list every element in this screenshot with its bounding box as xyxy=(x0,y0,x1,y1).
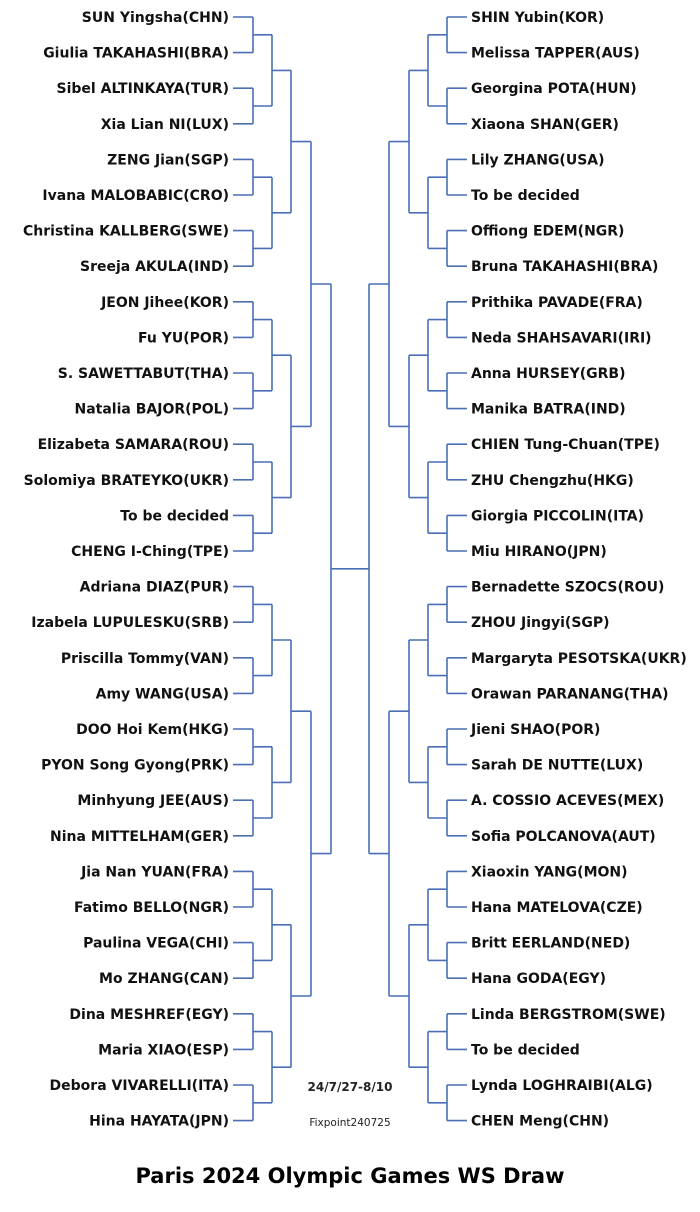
left-player-25: Fatimo BELLO(NGR) xyxy=(74,900,229,916)
right-player-19: Orawan PARANANG(THA) xyxy=(471,686,669,702)
right-player-15: Miu HIRANO(JPN) xyxy=(471,544,607,560)
right-player-30: Lynda LOGHRAIBI(ALG) xyxy=(471,1078,653,1094)
left-player-29: Maria XIAO(ESP) xyxy=(98,1042,229,1058)
left-player-10: S. SAWETTABUT(THA) xyxy=(58,366,229,382)
right-player-16: Bernadette SZOCS(ROU) xyxy=(471,580,664,596)
left-player-23: Nina MITTELHAM(GER) xyxy=(50,829,229,845)
left-player-0: SUN Yingsha(CHN) xyxy=(82,10,229,26)
right-player-4: Lily ZHANG(USA) xyxy=(471,152,605,168)
right-player-31: CHEN Meng(CHN) xyxy=(471,1114,609,1130)
left-player-11: Natalia BAJOR(POL) xyxy=(75,402,230,418)
left-player-15: CHENG I-Ching(TPE) xyxy=(71,544,229,560)
right-player-17: ZHOU Jingyi(SGP) xyxy=(471,615,610,631)
left-player-13: Solomiya BRATEYKO(UKR) xyxy=(24,473,229,489)
left-player-30: Debora VIVARELLI(ITA) xyxy=(50,1078,229,1094)
right-player-14: Giorgia PICCOLIN(ITA) xyxy=(471,508,644,524)
left-player-17: Izabela LUPULESKU(SRB) xyxy=(31,615,229,631)
right-player-1: Melissa TAPPER(AUS) xyxy=(471,46,640,62)
left-player-20: DOO Hoi Kem(HKG) xyxy=(76,722,229,738)
right-player-25: Hana MATELOVA(CZE) xyxy=(471,900,643,916)
right-half-players: SHIN Yubin(KOR) Melissa TAPPER(AUS) Georgi… xyxy=(470,10,687,1130)
left-player-1: Giulia TAKAHASHI(BRA) xyxy=(43,46,229,62)
left-player-19: Amy WANG(USA) xyxy=(96,686,229,702)
left-player-16: Adriana DIAZ(PUR) xyxy=(80,580,229,596)
left-player-28: Dina MESHREF(EGY) xyxy=(69,1007,229,1023)
left-player-7: Sreeja AKULA(IND) xyxy=(80,259,229,275)
right-player-8: Prithika PAVADE(FRA) xyxy=(471,295,643,311)
left-player-27: Mo ZHANG(CAN) xyxy=(99,971,229,987)
right-player-5: To be decided xyxy=(471,188,580,204)
left-player-26: Paulina VEGA(CHI) xyxy=(83,936,229,952)
right-player-9: Neda SHAHSAVARI(IRI) xyxy=(471,330,652,346)
left-player-12: Elizabeta SAMARA(ROU) xyxy=(38,437,229,453)
left-player-3: Xia Lian NI(LUX) xyxy=(101,117,229,133)
right-player-27: Hana GODA(EGY) xyxy=(471,971,606,987)
right-player-6: Offiong EDEM(NGR) xyxy=(471,224,624,240)
right-player-3: Xiaona SHAN(GER) xyxy=(471,117,619,133)
left-player-21: PYON Song Gyong(PRK) xyxy=(41,758,229,774)
right-player-26: Britt EERLAND(NED) xyxy=(471,936,630,952)
left-player-24: Jia Nan YUAN(FRA) xyxy=(80,864,229,880)
right-player-13: ZHU Chengzhu(HKG) xyxy=(471,473,634,489)
fixpoint-label: Fixpoint240725 xyxy=(309,1117,390,1129)
page-title: Paris 2024 Olympic Games WS Draw xyxy=(135,1164,564,1188)
right-player-10: Anna HURSEY(GRB) xyxy=(471,366,625,382)
right-player-28: Linda BERGSTROM(SWE) xyxy=(471,1007,666,1023)
right-player-23: Sofia POLCANOVA(AUT) xyxy=(471,829,656,845)
bracket-lines xyxy=(233,16,467,1122)
left-player-4: ZENG Jian(SGP) xyxy=(107,152,229,168)
right-player-24: Xiaoxin YANG(MON) xyxy=(471,864,628,880)
left-player-2: Sibel ALTINKAYA(TUR) xyxy=(57,81,229,97)
left-player-6: Christina KALLBERG(SWE) xyxy=(23,224,229,240)
right-player-18: Margaryta PESOTSKA(UKR) xyxy=(471,651,687,667)
right-player-22: A. COSSIO ACEVES(MEX) xyxy=(471,793,664,809)
right-player-20: Jieni SHAO(POR) xyxy=(470,722,600,738)
right-player-29: To be decided xyxy=(471,1042,580,1058)
left-player-31: Hina HAYATA(JPN) xyxy=(89,1114,229,1130)
right-player-11: Manika BATRA(IND) xyxy=(471,402,626,418)
left-player-5: Ivana MALOBABIC(CRO) xyxy=(42,188,229,204)
left-player-18: Priscilla Tommy(VAN) xyxy=(61,651,229,667)
right-player-0: SHIN Yubin(KOR) xyxy=(471,10,604,26)
right-player-12: CHIEN Tung-Chuan(TPE) xyxy=(471,437,660,453)
right-player-7: Bruna TAKAHASHI(BRA) xyxy=(471,259,658,275)
left-player-22: Minhyung JEE(AUS) xyxy=(77,793,229,809)
event-dates: 24/7/27-8/10 xyxy=(308,1080,393,1094)
left-player-8: JEON Jihee(KOR) xyxy=(100,295,229,311)
right-player-21: Sarah DE NUTTE(LUX) xyxy=(471,758,643,774)
left-half-players: SUN Yingsha(CHN) Giulia TAKAHASHI(BRA) Sib… xyxy=(23,10,229,1130)
right-player-2: Georgina POTA(HUN) xyxy=(471,81,637,97)
left-player-9: Fu YU(POR) xyxy=(138,330,229,346)
left-player-14: To be decided xyxy=(120,508,229,524)
